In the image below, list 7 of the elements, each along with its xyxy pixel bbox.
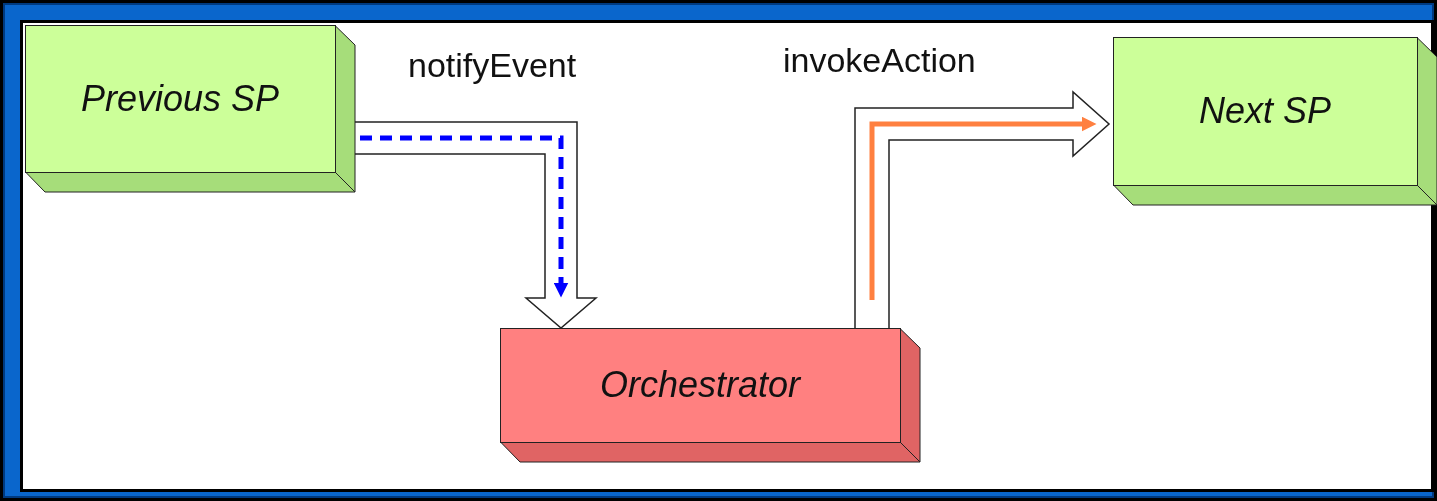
box-label: Previous SP [80,80,280,117]
block-arrow [354,121,599,329]
block-arrow [854,90,1111,329]
box-label: Next SP [1198,93,1331,129]
box-label: Orchestrator [599,367,801,403]
edge-label: notifyEvent [408,48,577,82]
edge-label: invokeAction [783,43,976,77]
